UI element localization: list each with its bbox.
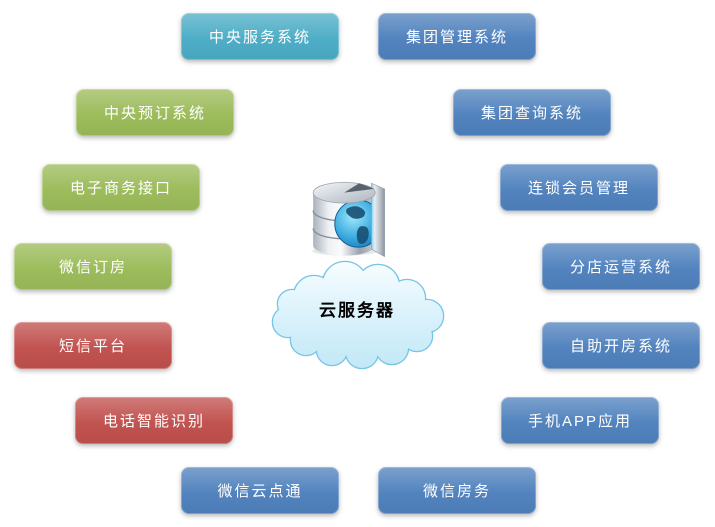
node-mobile-app[interactable]: 手机APP应用 [501, 397, 659, 444]
node-central-service-system[interactable]: 中央服务系统 [181, 13, 339, 60]
node-group-query-system[interactable]: 集团查询系统 [453, 89, 611, 136]
node-wechat-cloud-diantong[interactable]: 微信云点通 [181, 467, 339, 514]
node-label: 微信订房 [58, 259, 127, 276]
node-label: 集团查询系统 [480, 105, 583, 122]
node-chain-member-management[interactable]: 连锁会员管理 [500, 164, 658, 211]
node-wechat-booking[interactable]: 微信订房 [14, 243, 172, 290]
node-central-reservation-system[interactable]: 中央预订系统 [76, 89, 234, 136]
node-label: 集团管理系统 [405, 29, 508, 46]
node-self-checkin-system[interactable]: 自助开房系统 [542, 322, 700, 369]
node-label: 微信云点通 [217, 483, 303, 500]
node-label: 电话智能识别 [102, 413, 205, 430]
node-sms-platform[interactable]: 短信平台 [14, 322, 172, 369]
node-label: 连锁会员管理 [527, 180, 630, 197]
node-ecommerce-interface[interactable]: 电子商务接口 [42, 164, 200, 211]
node-label: 分店运营系统 [569, 259, 672, 276]
node-branch-operation-system[interactable]: 分店运营系统 [542, 243, 700, 290]
cloud-server[interactable]: 云服务器 [262, 256, 452, 370]
node-wechat-housekeeping[interactable]: 微信房务 [378, 467, 536, 514]
node-label: 电子商务接口 [69, 180, 172, 197]
node-group-management-system[interactable]: 集团管理系统 [378, 13, 536, 60]
database-globe-icon [312, 181, 385, 258]
node-label: 手机APP应用 [527, 413, 632, 430]
node-label: 短信平台 [58, 338, 127, 355]
node-label: 中央服务系统 [208, 29, 311, 46]
node-label: 自助开房系统 [569, 338, 672, 355]
cloud-server-label: 云服务器 [319, 301, 395, 320]
node-phone-intelligent-recognition[interactable]: 电话智能识别 [75, 397, 233, 444]
node-label: 中央预订系统 [103, 105, 206, 122]
node-label: 微信房务 [422, 483, 491, 500]
